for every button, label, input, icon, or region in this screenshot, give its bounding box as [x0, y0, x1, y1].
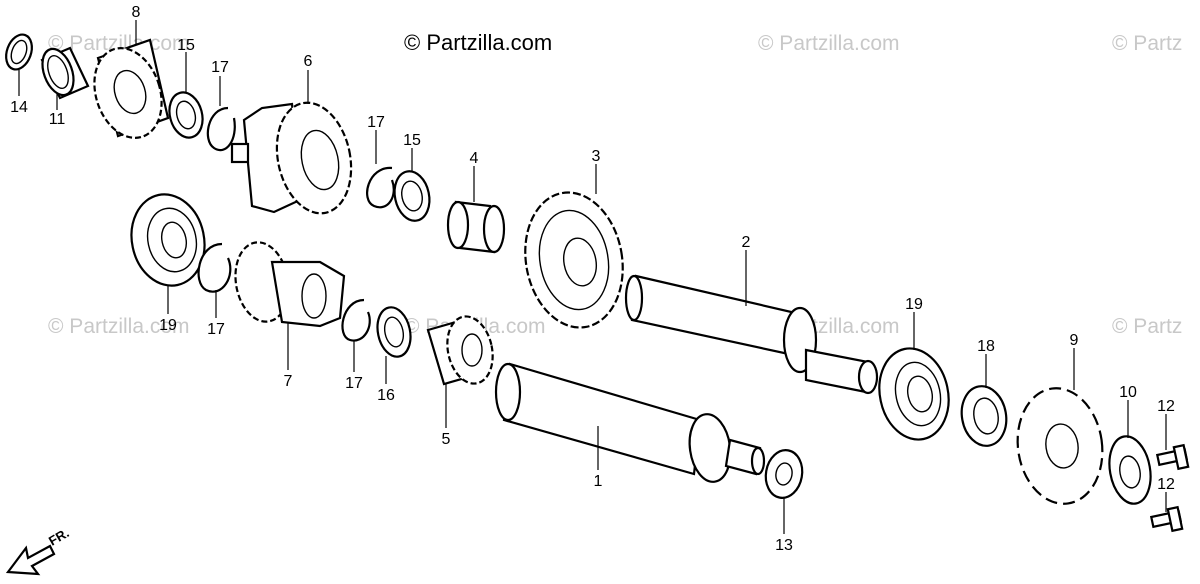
part-14-washer [5, 33, 33, 71]
part-10-fixing-plate [1108, 435, 1152, 505]
callout-12: 12 [1157, 476, 1175, 493]
callout-1: 1 [594, 473, 603, 490]
part-6-gear [230, 101, 353, 215]
watermark: © Partzilla.com [48, 315, 190, 338]
part-19-bearing [878, 347, 950, 441]
part-17-circlip [197, 242, 232, 293]
part-17-circlip [206, 106, 236, 152]
part-12-bolt [1155, 443, 1190, 471]
part-7-gear [234, 241, 346, 328]
part-17-circlip [366, 166, 395, 209]
part-19-bearing [130, 193, 206, 287]
part-9-sprocket [1016, 387, 1104, 505]
callout-3: 3 [592, 148, 601, 165]
part-2-shaft [624, 274, 879, 395]
copyright-label: © Partzilla.com [404, 30, 552, 55]
part-17-circlip [341, 298, 371, 342]
callout-17: 17 [367, 114, 385, 131]
callout-6: 6 [304, 53, 313, 70]
part-5-gear [426, 315, 494, 386]
watermark: © Partzilla.com [48, 32, 190, 55]
callout-2: 2 [742, 234, 751, 251]
callout-16: 16 [377, 387, 395, 404]
callout-11: 11 [49, 111, 66, 128]
callout-14: 14 [10, 99, 28, 116]
callout-19: 19 [159, 317, 177, 334]
part-8-gear [93, 38, 170, 139]
part-13-washer [764, 449, 804, 499]
callout-18: 18 [977, 338, 995, 355]
callout-19: 19 [905, 296, 923, 313]
callout-7: 7 [284, 373, 293, 390]
callout-15: 15 [177, 37, 195, 54]
callouts: 8 15 17 6 14 11 17 15 4 3 2 19 18 9 10 1… [10, 4, 1175, 554]
callout-5: 5 [442, 431, 451, 448]
part-16-splined-washer [376, 306, 412, 358]
callout-12: 12 [1157, 398, 1175, 415]
callout-10: 10 [1119, 384, 1137, 401]
part-18-oil-seal [960, 385, 1008, 447]
part-11-bushing [40, 46, 90, 100]
callout-8: 8 [132, 4, 141, 21]
watermark: © Partz [1112, 315, 1182, 338]
watermark: © Partzilla.com [758, 32, 900, 55]
leader-lines [18, 20, 1167, 534]
watermark: © Partz [1112, 32, 1182, 55]
part-3-gear [524, 191, 624, 329]
part-12-bolt [1149, 505, 1184, 533]
callout-15: 15 [403, 132, 421, 149]
callout-9: 9 [1070, 332, 1079, 349]
front-direction-arrow-icon: FR. [5, 525, 72, 576]
callout-17: 17 [345, 375, 363, 392]
part-4-bushing [446, 200, 506, 254]
callout-4: 4 [470, 150, 479, 167]
callout-17: 17 [211, 59, 229, 76]
callout-17: 17 [207, 321, 225, 338]
part-15-splined-washer [168, 91, 204, 139]
callout-13: 13 [775, 537, 793, 554]
part-15-splined-washer [393, 170, 431, 222]
part-1-shaft [494, 362, 766, 483]
